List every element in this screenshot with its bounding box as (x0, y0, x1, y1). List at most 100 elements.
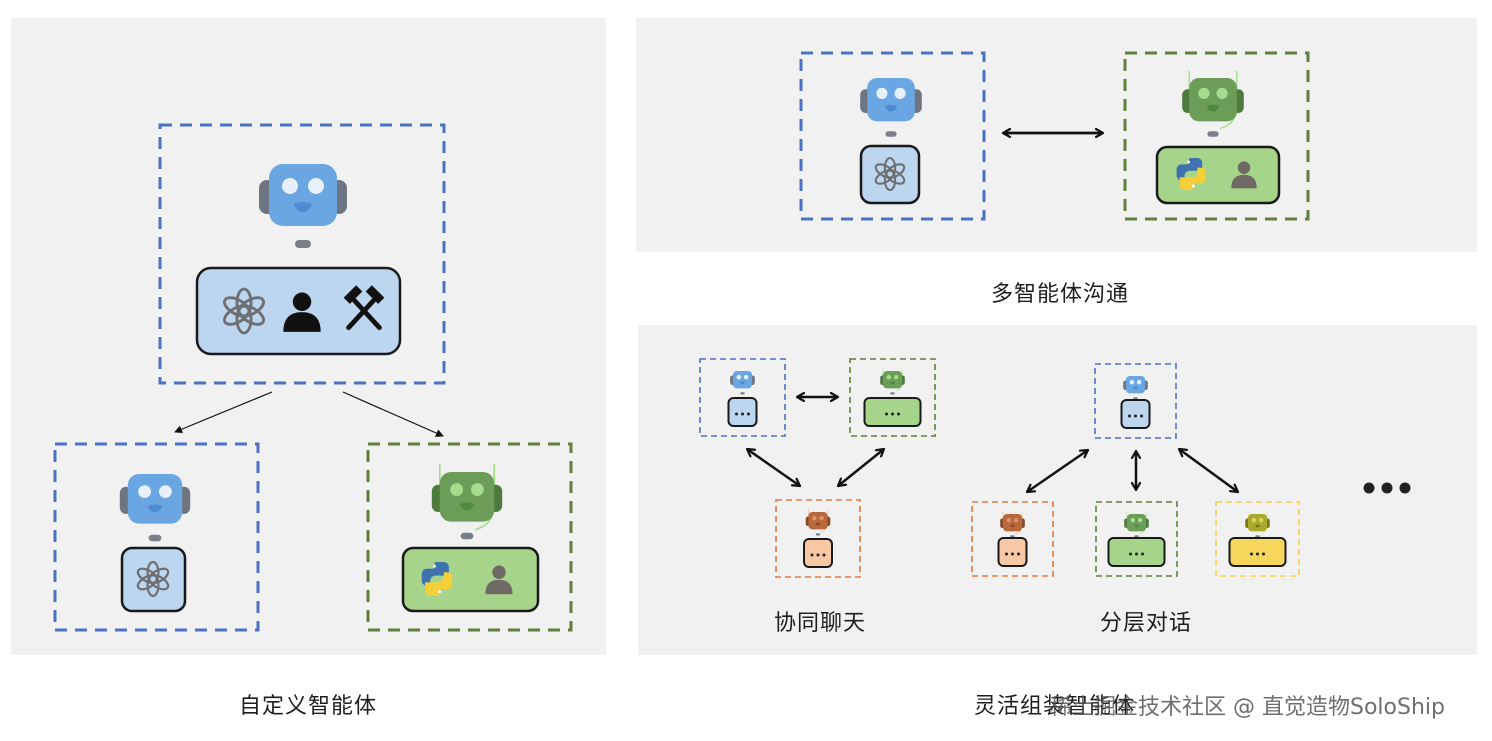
child-agent-robot-blue (119, 474, 191, 542)
user-icon (485, 565, 513, 595)
dot (741, 412, 744, 416)
main-agent-box (158, 123, 446, 385)
robot-head (867, 78, 915, 122)
hier-agent-green-toolbox (1107, 537, 1166, 567)
hier-arrow-orange (1027, 450, 1088, 492)
robot-eye (1137, 517, 1143, 523)
hier-arrow-yellow (1179, 449, 1238, 492)
main-agent-robot (259, 164, 347, 248)
robot-head (1125, 376, 1146, 394)
dot (885, 412, 888, 416)
dot (747, 412, 750, 416)
caption-hierarchical-dialogue: 分层对话 (1099, 611, 1192, 636)
robot-microphone (1134, 535, 1139, 538)
hier-agent-orange-toolbox (997, 537, 1028, 567)
dot (1135, 552, 1138, 556)
python-icon (1176, 158, 1206, 190)
robot-head (732, 371, 753, 389)
chat-agent-blue-ellipsis (735, 412, 750, 416)
chat-arrow-blue-orange (747, 449, 800, 486)
dot (1262, 552, 1265, 556)
robot-microphone (1255, 535, 1260, 538)
dot (1005, 552, 1008, 556)
comm-agent-toolbox-green (1155, 145, 1281, 205)
hier-agent-yellow-robot (1245, 511, 1270, 538)
main-agent-toolbox (195, 266, 402, 356)
dot (1134, 414, 1137, 418)
dot (1140, 414, 1143, 418)
robot-eye (736, 374, 742, 380)
dot (735, 412, 738, 416)
robot-microphone (740, 392, 745, 395)
chat-agent-green-robot (880, 368, 905, 395)
comm-agent-robot-green (1182, 71, 1244, 137)
dot (891, 412, 894, 416)
robot-eye (1129, 379, 1135, 385)
dot (1381, 482, 1393, 494)
robot-eye (471, 483, 484, 496)
openai-icon (136, 560, 170, 598)
robot-eye (450, 483, 463, 496)
dot (1128, 414, 1131, 418)
robot-eye (1251, 517, 1257, 523)
dot (816, 553, 820, 557)
robot-head (439, 472, 495, 522)
robot-mouth (147, 504, 163, 513)
tools-icon (343, 285, 385, 331)
comm-agent-box-blue (799, 51, 986, 221)
hier-agent-green-box (1095, 501, 1178, 577)
more-indicator (1363, 482, 1411, 494)
dot (1399, 482, 1411, 494)
robot-head (1189, 78, 1237, 122)
hier-agent-root-box (1094, 363, 1177, 439)
robot-eye (282, 178, 298, 194)
dot (1011, 552, 1014, 556)
comm-agent-robot-blue (860, 78, 922, 137)
chat-agent-orange-toolbox (803, 538, 833, 568)
robot-head (127, 474, 183, 524)
robot-microphone (1207, 131, 1219, 137)
chat-agent-green-toolbox (863, 397, 922, 427)
dot (897, 412, 900, 416)
openai-icon (874, 156, 906, 192)
robot-eye (159, 485, 172, 498)
robot-mouth (1254, 524, 1261, 528)
chat-agent-orange-ellipsis (810, 553, 826, 557)
hier-agent-orange-box (971, 501, 1054, 577)
watermark: 稀土掘金技术社区 @ 直觉造物SoloShip (1050, 695, 1445, 720)
robot-eye (1258, 517, 1264, 523)
chat-agent-green-box (849, 358, 936, 437)
robot-microphone (1010, 535, 1015, 538)
robot-eye (812, 515, 817, 521)
comm-agent-box-green (1123, 51, 1310, 221)
chat-agent-blue-toolbox (727, 397, 758, 427)
robot-eye (1198, 87, 1210, 99)
caption-collaborative-chat: 协同聊天 (773, 611, 866, 636)
robot-eye (886, 374, 892, 380)
caption-multi-agent-communication: 多智能体沟通 (990, 282, 1129, 307)
robot-eye (893, 374, 899, 380)
child-agent-box-openai (53, 442, 260, 632)
chat-agent-green-ellipsis (885, 412, 900, 416)
robot-mouth (815, 522, 821, 526)
chat-arrow-green-orange (838, 449, 884, 486)
child-agent-toolbox-openai (120, 546, 187, 613)
hier-agent-yellow-toolbox (1228, 537, 1287, 567)
openai-icon (223, 287, 265, 335)
chat-agent-blue-box (699, 358, 786, 437)
robot-mouth (884, 104, 898, 112)
hier-agent-orange-robot (1000, 511, 1025, 538)
robot-eye (1136, 379, 1142, 385)
robot-eye (819, 515, 824, 521)
dot (1250, 552, 1253, 556)
python-icon (421, 562, 453, 596)
dot (1141, 552, 1144, 556)
hier-agent-yellow-box (1215, 501, 1300, 577)
robot-mouth (1009, 524, 1016, 528)
arrow-to-child-right (342, 391, 444, 437)
robot-eye (876, 87, 888, 99)
robot-eye (1006, 517, 1012, 523)
robot-microphone (295, 240, 311, 248)
child-agent-box-python (366, 442, 573, 632)
robot-head (808, 512, 828, 530)
